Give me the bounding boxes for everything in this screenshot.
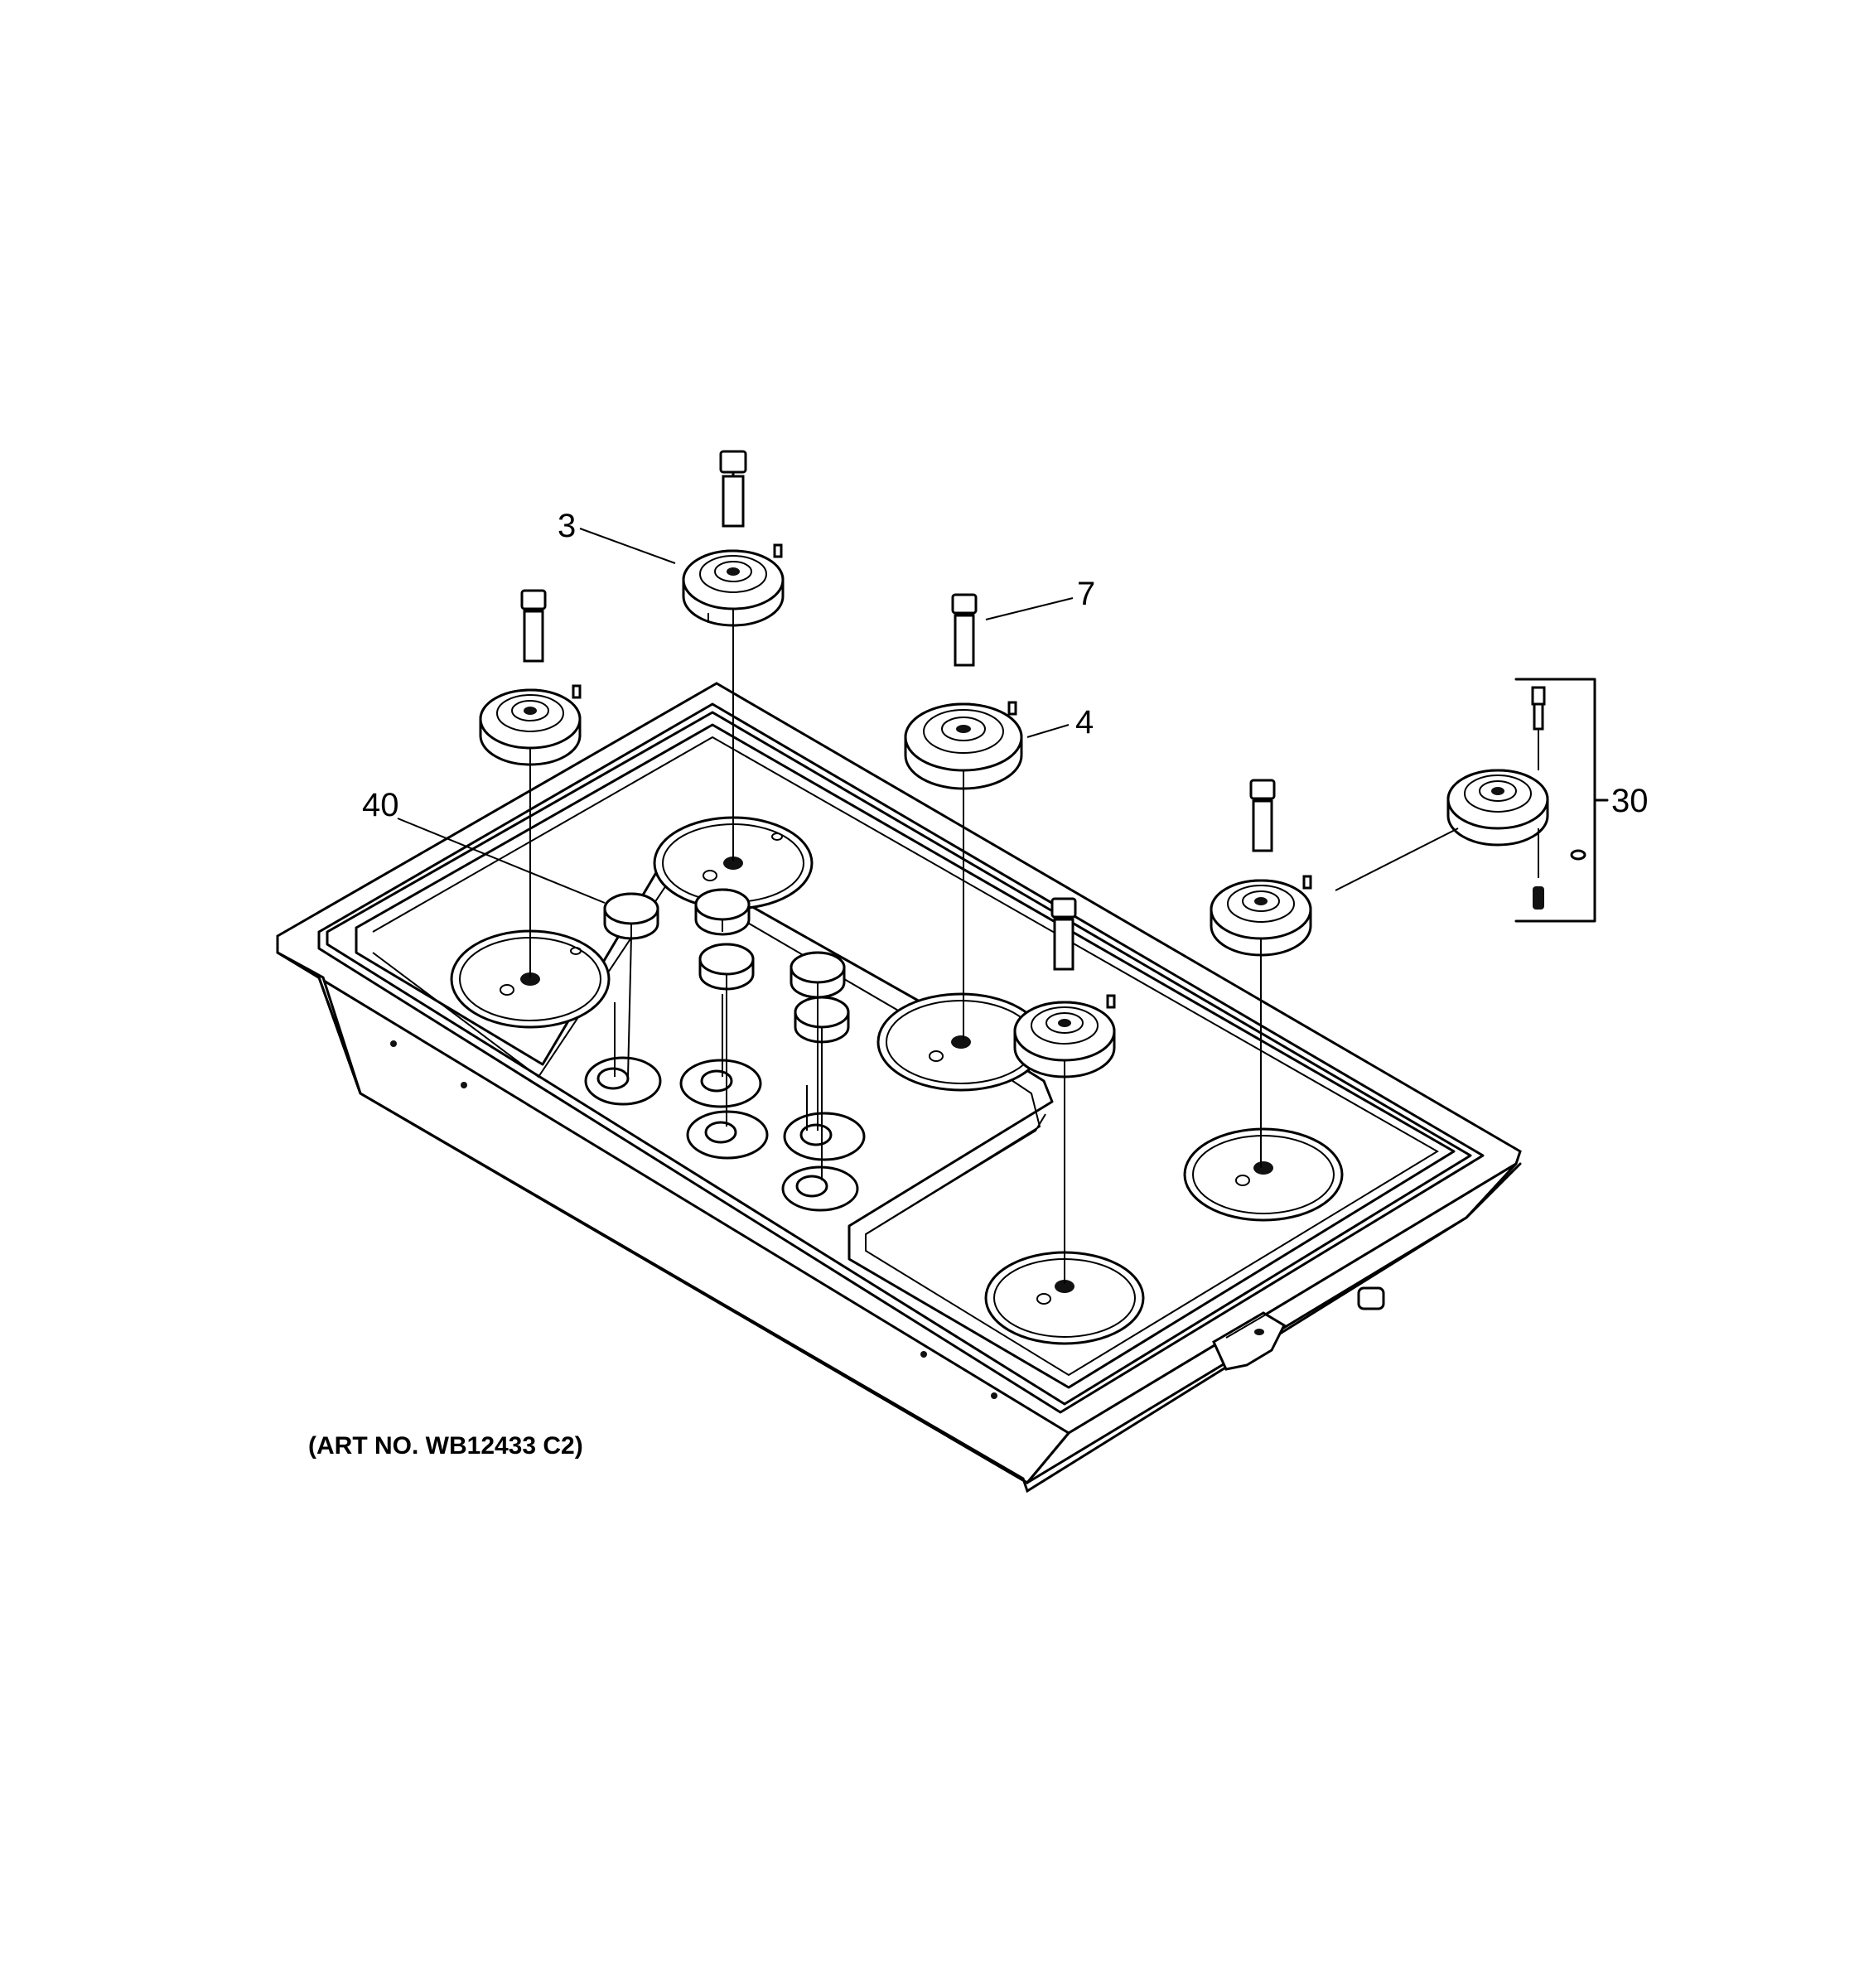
burner-bowl-right (1183, 1127, 1344, 1222)
knob-leader-lines (614, 935, 823, 1180)
knob-2 (694, 888, 751, 936)
burner-bowl-front-right (984, 1251, 1145, 1345)
callout-3: 3 (558, 508, 576, 544)
burner-assembly-30 (1335, 678, 1609, 923)
callout-leaders (397, 528, 1074, 904)
callout-7: 7 (1077, 576, 1095, 612)
burner-head-center-front (1013, 897, 1116, 1284)
burner-head-right (1210, 779, 1312, 1168)
control-knobs (603, 888, 850, 1044)
gas-inlet-fitting (1212, 1286, 1385, 1371)
callout-40: 40 (362, 787, 399, 823)
knob-4 (790, 951, 846, 999)
callout-4: 4 (1075, 704, 1094, 741)
burner-head-left (479, 589, 582, 977)
callout-30: 30 (1611, 783, 1649, 819)
burner-head-3 (682, 450, 785, 861)
knob-3 (698, 943, 755, 991)
art-number-caption: (ART NO. WB12433 C2) (308, 1432, 583, 1460)
burner-head-4 (904, 593, 1023, 1040)
knob-5 (794, 996, 850, 1044)
burner-bowl-left (450, 929, 611, 1029)
valve-holes (584, 1056, 866, 1212)
cooktop-body (276, 682, 1522, 1493)
knob-1 (603, 892, 659, 940)
